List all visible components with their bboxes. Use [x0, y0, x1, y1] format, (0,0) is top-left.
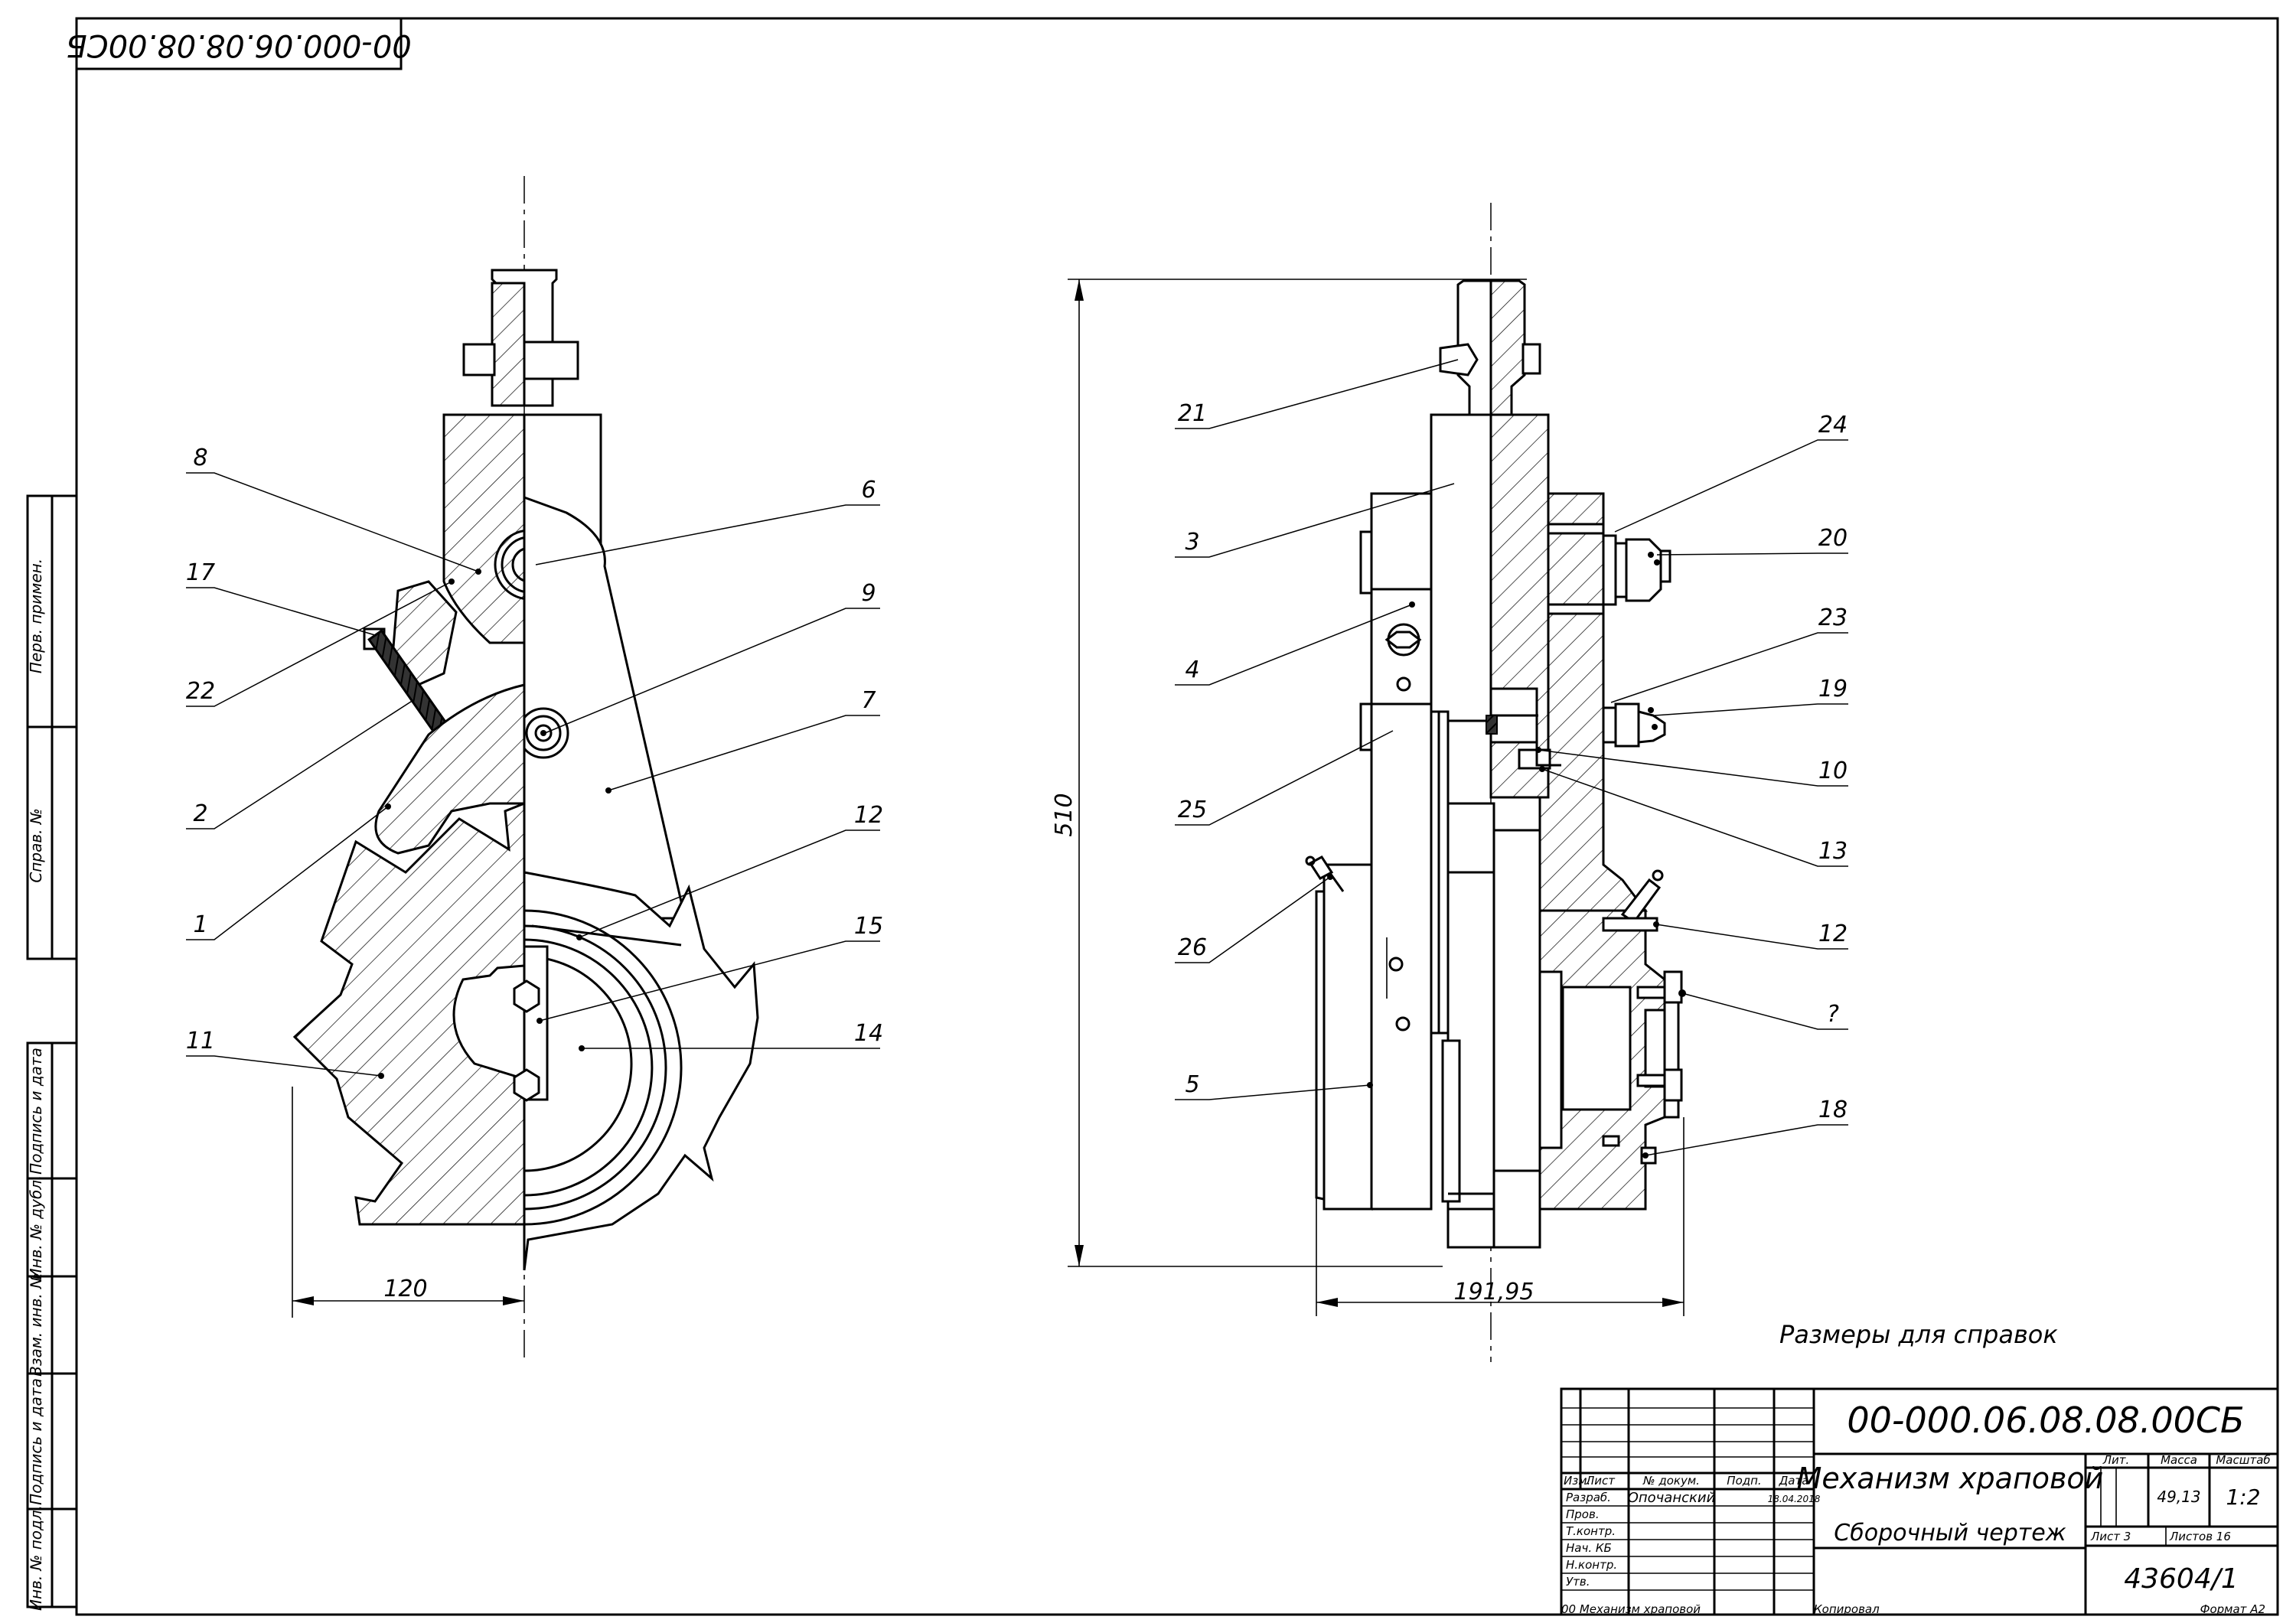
dimension-120: 120: [383, 1276, 427, 1302]
left-labels: 8 17 22 2 1 11 6 9 7 12 15 14: [186, 445, 883, 1054]
scale-header: Масштаб: [2216, 1453, 2270, 1467]
designation: 00-000.06.08.08.00СБ: [1847, 1400, 2244, 1441]
mass-header: Масса: [2161, 1453, 2197, 1467]
label-13: 13: [1818, 838, 1848, 865]
side-stamp-1: Справ. №: [27, 808, 45, 882]
dimension-191-95: 191,95: [1454, 1279, 1534, 1305]
developer-date: 18.04.2018: [1768, 1494, 1821, 1504]
role-prov: Пров.: [1566, 1507, 1600, 1521]
side-stamp-6: Инв. № подл.: [27, 1505, 45, 1611]
role-razrab: Разраб.: [1566, 1491, 1611, 1504]
org-code: 43604/1: [2124, 1563, 2239, 1595]
side-stamp-2: Подпись и дата: [27, 1048, 45, 1175]
header-sign: Подп.: [1727, 1474, 1761, 1488]
label-3: 3: [1185, 529, 1199, 556]
role-tkontr: Т.контр.: [1566, 1524, 1616, 1538]
mass-value: 49,13: [2157, 1488, 2200, 1506]
lit-header: Лит.: [2102, 1453, 2130, 1467]
side-stamp-5: Подпись и дата: [27, 1378, 45, 1505]
label-6: 6: [861, 477, 876, 504]
label-question: ?: [1827, 1001, 1839, 1028]
label-18: 18: [1818, 1097, 1848, 1123]
role-nkontr: Н.контр.: [1566, 1558, 1617, 1572]
footer: 00 Механизм храповой Копировал Формат А2: [1561, 1602, 2265, 1616]
top-stamp-text: 00-000.06.08.08.00СБ: [66, 28, 412, 63]
developer-name: Опочанский: [1628, 1490, 1716, 1506]
sheets-total: Листов 16: [2169, 1530, 2231, 1543]
document-type: Сборочный чертеж: [1834, 1520, 2066, 1546]
reference-note: Размеры для справок: [1779, 1320, 2058, 1349]
right-leaders: [1175, 359, 1848, 1156]
label-20: 20: [1818, 525, 1848, 552]
side-stamp-0: Перв. примен.: [27, 559, 45, 673]
dimension-510: 510: [1051, 793, 1078, 836]
header-date: Дата: [1779, 1474, 1809, 1488]
header-izm: Изм.: [1564, 1474, 1590, 1488]
label-2: 2: [193, 800, 207, 827]
label-9: 9: [861, 580, 876, 607]
footer-left: 00 Механизм храповой: [1561, 1602, 1701, 1616]
sheet-number: Лист 3: [2090, 1530, 2131, 1543]
label-17: 17: [186, 559, 215, 586]
label-26: 26: [1178, 934, 1207, 961]
label-8: 8: [193, 445, 207, 471]
label-4: 4: [1185, 657, 1199, 683]
label-21: 21: [1178, 400, 1207, 427]
label-1: 1: [193, 911, 207, 938]
left-view: 120: [292, 176, 759, 1362]
side-stamp-column: Перв. примен. Справ. № Подпись и дата Ин…: [26, 494, 78, 1611]
footer-format: Формат А2: [2200, 1602, 2265, 1616]
label-15: 15: [854, 913, 883, 940]
label-14: 14: [854, 1020, 883, 1047]
title-block: 00-000.06.08.08.00СБ Механизм храповой С…: [1560, 1387, 2279, 1616]
role-utv: Утв.: [1566, 1575, 1590, 1589]
product-name: Механизм храповой: [1797, 1462, 2104, 1495]
label-10: 10: [1818, 758, 1848, 784]
label-7: 7: [861, 687, 876, 714]
header-doc: № докум.: [1642, 1474, 1700, 1488]
label-22: 22: [186, 678, 215, 705]
footer-copy: Копировал: [1814, 1602, 1880, 1616]
label-5: 5: [1185, 1071, 1199, 1098]
left-leaders: [186, 472, 880, 1077]
role-nach-kb: Нач. КБ: [1566, 1541, 1612, 1555]
scale-value: 1:2: [2226, 1484, 2260, 1510]
label-24: 24: [1818, 412, 1848, 438]
top-stamp: 00-000.06.08.08.00СБ: [66, 17, 412, 70]
header-list: Лист: [1585, 1474, 1616, 1488]
right-view: 510 191,95: [1051, 203, 1686, 1362]
label-12-left: 12: [854, 802, 883, 829]
label-25: 25: [1178, 797, 1207, 823]
label-19: 19: [1818, 676, 1848, 702]
side-stamp-3: Инв. № дубл.: [27, 1175, 45, 1280]
label-12-right: 12: [1818, 921, 1848, 947]
side-stamp-4: Взам. инв. №: [27, 1273, 45, 1377]
label-11: 11: [186, 1028, 215, 1054]
right-labels: 21 3 4 25 26 5 24 20 23 19 10 13 12 ? 18: [1178, 400, 1848, 1123]
label-23: 23: [1818, 605, 1848, 631]
